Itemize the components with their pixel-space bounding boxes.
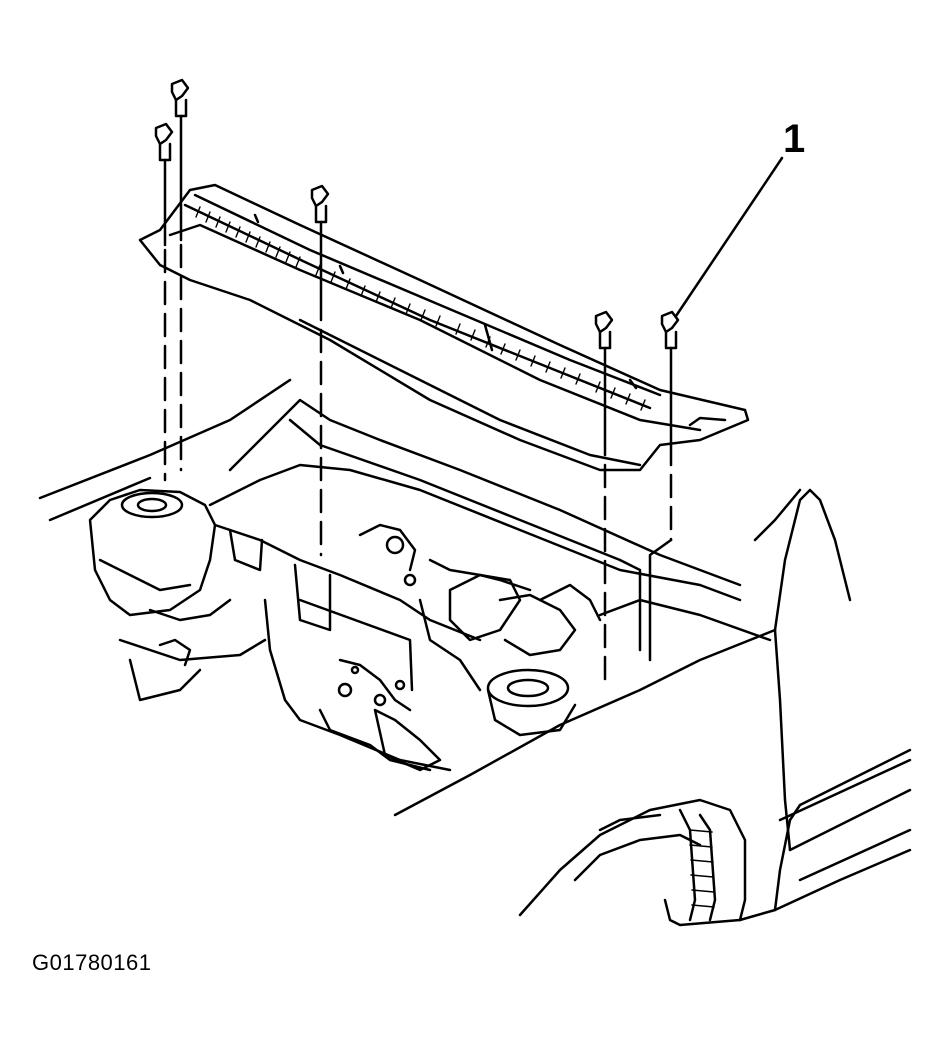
fastener-1 bbox=[170, 78, 190, 472]
fastener-group bbox=[154, 78, 680, 682]
air-inlet-grille-panel bbox=[138, 183, 750, 472]
figure-id-label: G01780161 bbox=[32, 950, 152, 975]
fastener-2 bbox=[154, 122, 174, 482]
fastener-3 bbox=[310, 184, 330, 557]
callout-leader-line bbox=[674, 156, 784, 318]
fastener-4 bbox=[594, 310, 614, 682]
vehicle-body bbox=[38, 378, 912, 927]
fastener-5 bbox=[648, 310, 680, 662]
callout-number-1: 1 bbox=[783, 117, 805, 161]
